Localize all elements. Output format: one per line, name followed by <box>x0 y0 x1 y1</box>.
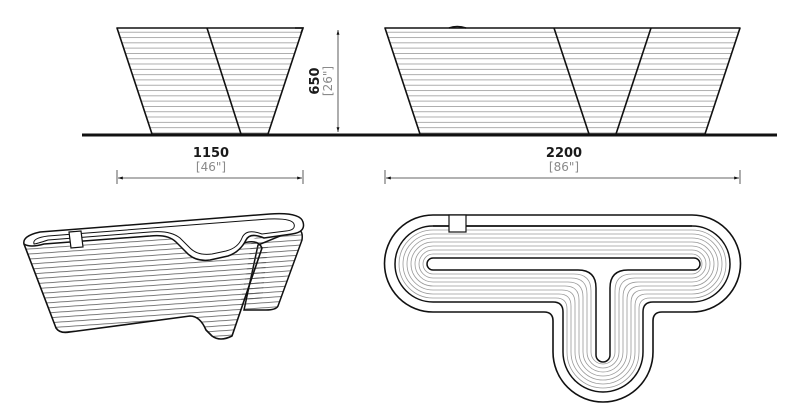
height-mm-label: 650 <box>308 67 323 94</box>
length-mm-label: 2200 <box>546 146 582 161</box>
plan-tab <box>448 214 467 233</box>
plan-view <box>383 214 742 403</box>
depth-in-label: [46"] <box>196 160 226 174</box>
length-in-label: [86"] <box>549 160 579 174</box>
depth-mm-label: 1150 <box>193 146 229 161</box>
length-dimension: 2200 [86"] <box>384 146 741 184</box>
height-in-label: [26"] <box>321 66 335 96</box>
front-elevation-view <box>384 25 741 135</box>
isometric-view <box>23 212 305 340</box>
isometric-tab <box>68 230 84 249</box>
depth-dimension: 1150 [46"] <box>116 146 304 184</box>
side-elevation-view <box>116 27 305 135</box>
height-dimension: 650 [26"] <box>308 29 340 132</box>
